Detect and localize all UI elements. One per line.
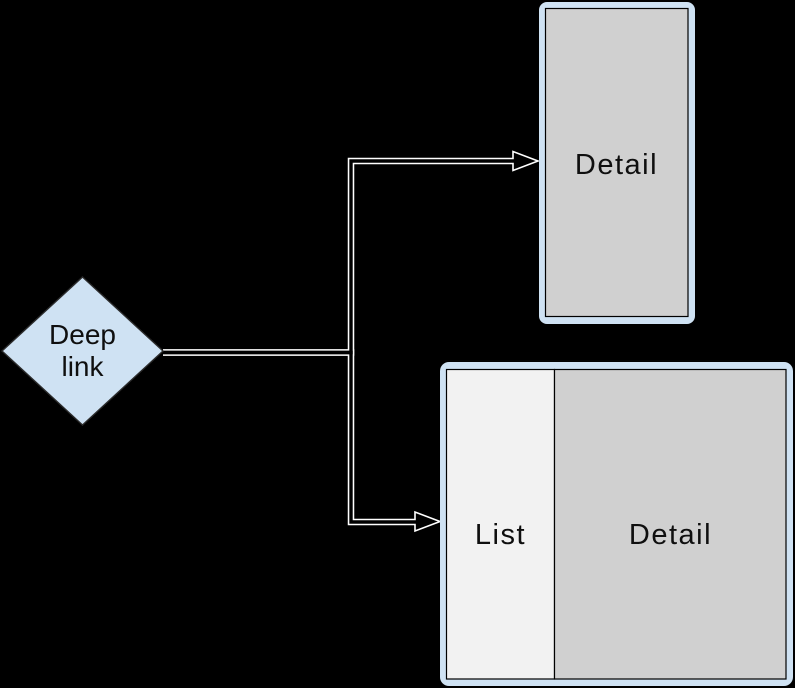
single-pane-detail-pane — [544, 7, 689, 318]
two-pane-list-pane — [445, 368, 556, 680]
deep-link-node: Deep link — [0, 276, 165, 426]
connector-to-two-pane-casing — [163, 349, 416, 526]
deep-link-diamond — [0, 276, 165, 426]
connector-to-two-pane-core — [163, 350, 419, 524]
connectors — [163, 150, 541, 533]
two-pane-detail-pane — [553, 368, 787, 680]
two-pane-list-label: List — [475, 519, 526, 551]
single-pane-detail-label: Detail — [575, 149, 658, 181]
deep-link-label-line2: link — [61, 351, 104, 382]
single-pane-window: Detail — [539, 2, 695, 324]
deep-link-label-line1: Deep — [49, 319, 116, 350]
connector-to-single-pane-casing — [163, 157, 514, 356]
two-pane-detail-label: Detail — [629, 519, 712, 551]
connector-to-single-pane-core — [163, 159, 517, 355]
two-pane-window: List Detail — [440, 362, 793, 686]
